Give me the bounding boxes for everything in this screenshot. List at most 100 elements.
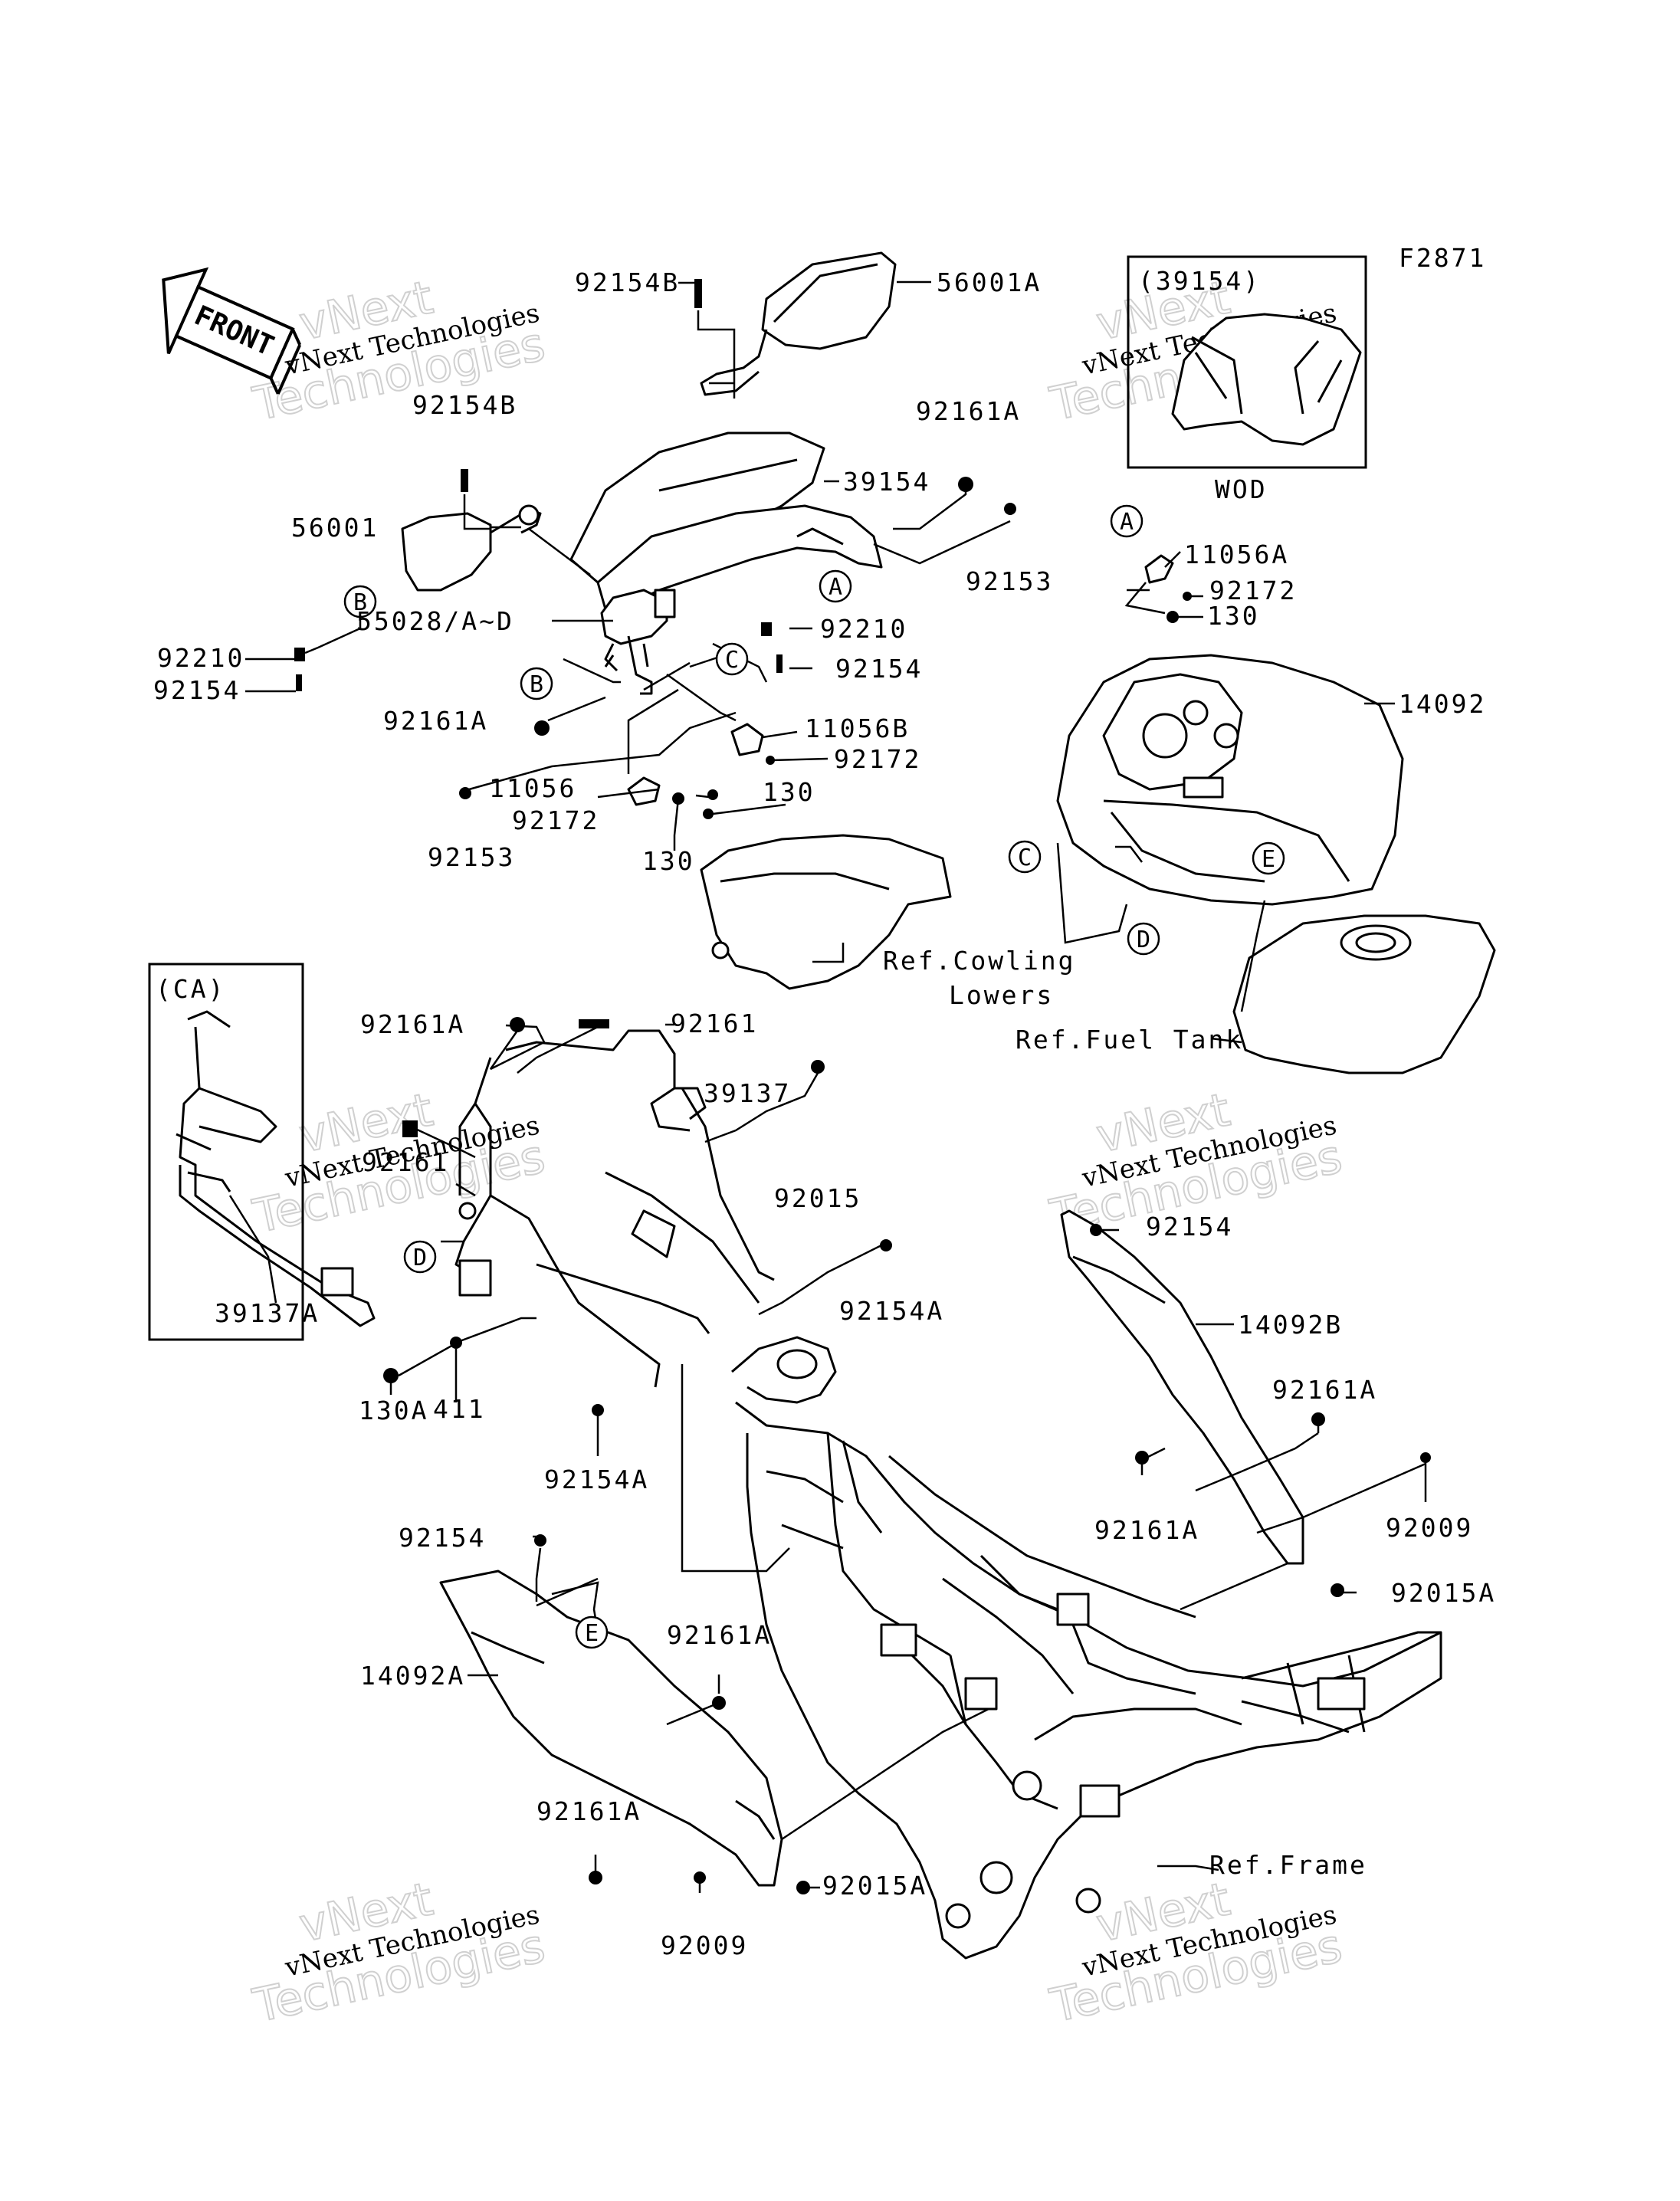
screw-icon	[766, 756, 775, 765]
callout-E-low: E	[575, 1615, 609, 1649]
label-92153: 92153	[966, 566, 1053, 596]
label-39137: 39137	[704, 1078, 791, 1108]
label-92161: 92161	[671, 1009, 758, 1038]
label-92172: 92172	[1209, 576, 1297, 605]
bolt-icon	[694, 279, 702, 308]
screw-icon	[1420, 1452, 1431, 1463]
label-130A: 130A	[359, 1396, 428, 1425]
leader-lines	[245, 280, 1427, 1893]
bracket-11056A	[1144, 554, 1174, 584]
label-11056: 11056	[489, 773, 576, 803]
figure-code: F2871	[1399, 243, 1486, 273]
callout-B-left: B	[343, 585, 377, 618]
label-92154: 92154	[1146, 1212, 1233, 1242]
label-92161: 92161	[362, 1147, 449, 1177]
nut-icon	[510, 1017, 525, 1032]
callout-markers: A A B B C C D D E E	[343, 504, 1285, 1649]
screw-icon	[1004, 503, 1016, 515]
ref-frame-part	[731, 1336, 1442, 1960]
label-11056B: 11056B	[805, 713, 910, 743]
callout-A-right: A	[1110, 504, 1144, 538]
label-39154: 39154	[843, 467, 930, 497]
nut-icon	[1135, 1451, 1149, 1465]
callout-D-left: D	[403, 1240, 437, 1274]
part-labels: 92154B 56001A 92154B 39154 56001 92161A …	[153, 267, 1496, 1960]
label-ref-cowling: Ref.Cowling	[883, 946, 1076, 976]
callout-C-right: C	[1008, 840, 1042, 874]
wod-variant-box: (39154) WOD	[1127, 255, 1367, 504]
mirror-56001	[401, 504, 542, 592]
label-92015: 92015	[774, 1183, 861, 1213]
label-92154: 92154	[399, 1523, 486, 1553]
sub-frame-39137	[454, 1029, 775, 1388]
callout-C-mid: C	[715, 642, 749, 676]
mirror-56001A	[700, 251, 897, 396]
label-92154A: 92154A	[544, 1465, 649, 1494]
label-92161A: 92161A	[667, 1620, 772, 1650]
label-11056A: 11056A	[1184, 540, 1289, 569]
inner-panel-14092	[1056, 654, 1404, 906]
label-92161A: 92161A	[916, 396, 1021, 426]
label-92161A: 92161A	[383, 706, 488, 736]
ca-box-code: (CA)	[156, 974, 225, 1004]
nut-icon	[811, 1060, 825, 1074]
label-14092: 14092	[1399, 689, 1486, 719]
label-92161A: 92161A	[1272, 1375, 1377, 1405]
callout-letter: D	[413, 1245, 427, 1271]
screw-icon	[703, 809, 714, 819]
label-411: 411	[433, 1394, 486, 1424]
callout-A-upper: A	[819, 569, 852, 603]
side-panel-14092B	[1060, 1209, 1304, 1565]
ref-fuel-tank-part	[1232, 914, 1496, 1074]
ca-variant-box: (CA) 39137A	[148, 963, 376, 1341]
label-ref-frame: Ref.Frame	[1209, 1850, 1367, 1880]
label-39137A: 39137A	[215, 1298, 320, 1328]
stay-bracket	[604, 635, 653, 695]
bolt-icon	[880, 1239, 892, 1251]
bolt-icon	[776, 654, 783, 673]
bolt-icon	[579, 1019, 609, 1028]
label-14092B: 14092B	[1238, 1310, 1343, 1340]
grommet-icon	[294, 648, 305, 661]
grommet-icon	[761, 622, 772, 636]
fasteners	[294, 279, 1431, 1894]
callout-letter: A	[829, 574, 842, 601]
label-56001A: 56001A	[937, 267, 1042, 297]
bolt-icon	[592, 1404, 604, 1416]
callout-letter: A	[1120, 509, 1134, 536]
bracket-11056B	[730, 723, 764, 756]
bolt-icon	[461, 469, 468, 492]
label-ref-cowling-lowers: Lowers	[949, 980, 1054, 1010]
label-92154: 92154	[153, 675, 241, 705]
callout-letter: E	[1262, 846, 1275, 873]
callout-E-right: E	[1252, 841, 1285, 875]
callout-letter: C	[1018, 845, 1032, 871]
callout-D-right: D	[1127, 922, 1160, 956]
front-arrow-icon: FRONT	[162, 267, 302, 395]
meter-bracket-55028	[600, 589, 676, 672]
callout-letter: C	[725, 647, 739, 674]
screw-icon	[707, 789, 718, 800]
label-92154B: 92154B	[575, 267, 680, 297]
label-92161A: 92161A	[360, 1009, 465, 1039]
side-panel-14092A	[439, 1570, 783, 1887]
label-130: 130	[642, 846, 695, 876]
label-14092A: 14092A	[360, 1661, 465, 1691]
nut-icon	[589, 1871, 602, 1884]
label-92154: 92154	[835, 654, 923, 684]
nut-icon	[958, 477, 973, 492]
label-92009: 92009	[1386, 1513, 1473, 1543]
label-55028: 55028/A~D	[356, 606, 514, 636]
wod-box-caption: WOD	[1215, 474, 1268, 504]
callout-letter: D	[1137, 927, 1150, 953]
label-56001: 56001	[291, 513, 379, 543]
label-92154A: 92154A	[839, 1296, 944, 1326]
label-130: 130	[1207, 601, 1260, 631]
label-92172: 92172	[834, 744, 921, 774]
label-92015A: 92015A	[1391, 1578, 1496, 1608]
label-92172: 92172	[512, 805, 599, 835]
label-92153: 92153	[428, 842, 515, 872]
label-92154B: 92154B	[412, 390, 517, 420]
